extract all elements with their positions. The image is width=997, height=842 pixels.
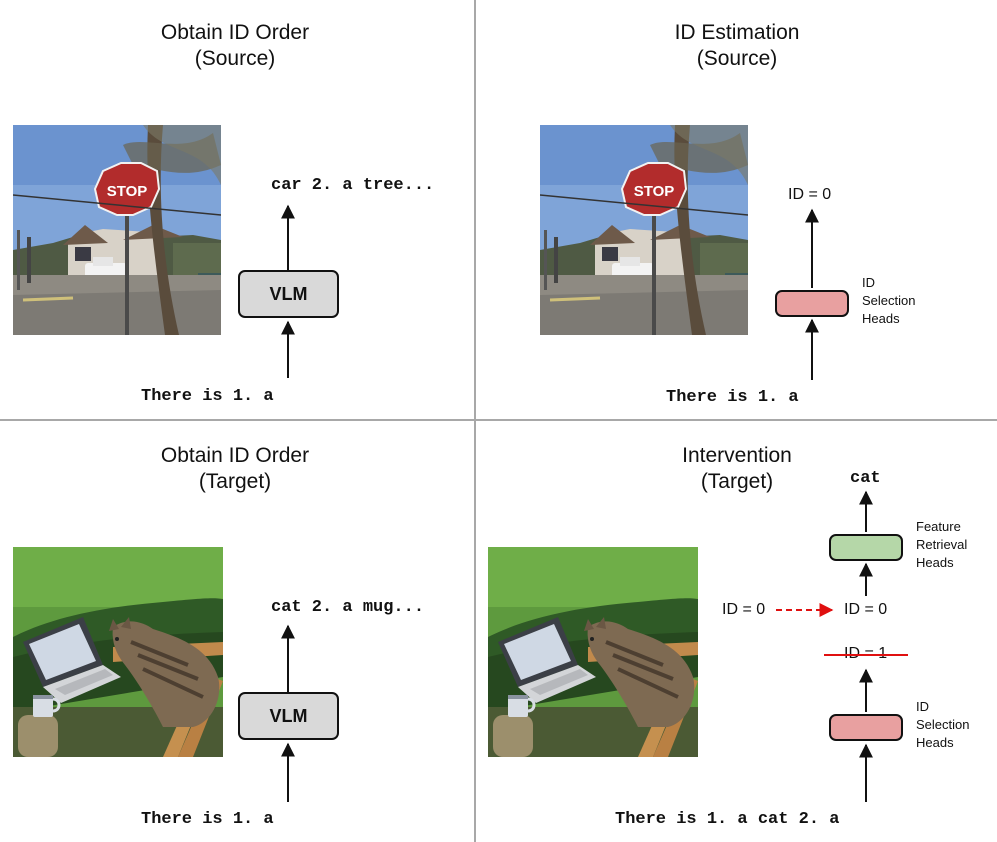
horizontal-divider (0, 419, 997, 421)
tr-heads-label-line1: ID (862, 275, 875, 290)
tl-title-line1: Obtain ID Order (160, 21, 310, 44)
br-feature-heads-label-line3: Heads (916, 555, 954, 570)
tl-title: Obtain ID Order (Source) (120, 20, 350, 72)
br-feature-heads-label-line1: Feature (916, 519, 961, 534)
bl-title: Obtain ID Order (Target) (120, 443, 350, 495)
tr-id-output: ID = 0 (788, 186, 832, 203)
tr-street-photo (540, 125, 748, 335)
br-replaced-id-label: ID = 1 (844, 645, 887, 663)
br-title-line2: (Target) (700, 470, 774, 493)
bl-title-line2: (Target) (198, 470, 272, 493)
br-source-id-label: ID = 0 (722, 601, 766, 618)
tl-prompt-text: There is 1. a (141, 387, 274, 406)
br-feature-retrieval-heads-box (829, 534, 903, 561)
bl-prompt-text: There is 1. a (141, 810, 274, 829)
bl-output-text: cat 2. a mug... (271, 598, 425, 617)
br-title-line1: Intervention (682, 444, 792, 467)
tr-title-line1: ID Estimation (674, 21, 800, 44)
bl-cat-photo (13, 547, 223, 757)
br-title: Intervention (Target) (622, 443, 852, 495)
bl-title-line1: Obtain ID Order (160, 444, 310, 467)
tl-title-line2: (Source) (194, 47, 276, 70)
br-strikethrough-line (824, 654, 908, 656)
tl-output-text: car 2. a tree... (271, 176, 435, 195)
tr-heads-label-line3: Heads (862, 311, 900, 326)
tr-prompt-text: There is 1. a (666, 388, 799, 407)
br-prompt-text: There is 1. a cat 2. a (615, 810, 840, 829)
br-feature-heads-label: Feature Retrieval Heads (916, 518, 967, 572)
br-cat-photo (488, 547, 698, 757)
br-id-heads-label-line2: Selection (916, 717, 970, 732)
br-id-heads-label-line1: ID (916, 699, 929, 714)
tl-street-photo (13, 125, 221, 335)
tl-vlm-box: VLM (238, 270, 339, 318)
tr-heads-label-line2: Selection (862, 293, 916, 308)
br-id-heads-label-line3: Heads (916, 735, 954, 750)
tr-heads-label: ID Selection Heads (862, 274, 915, 328)
br-id-selection-heads-box (829, 714, 903, 741)
vertical-divider (474, 0, 476, 842)
tr-id-selection-heads-box (775, 290, 849, 317)
bl-vlm-box: VLM (238, 692, 339, 740)
br-output-text: cat (850, 469, 881, 488)
tr-title-line2: (Source) (696, 47, 778, 70)
tr-title: ID Estimation (Source) (622, 20, 852, 72)
br-feature-heads-label-line2: Retrieval (916, 537, 968, 552)
br-patched-id-label: ID = 0 (844, 601, 888, 618)
br-id-heads-label: ID Selection Heads (916, 698, 969, 752)
